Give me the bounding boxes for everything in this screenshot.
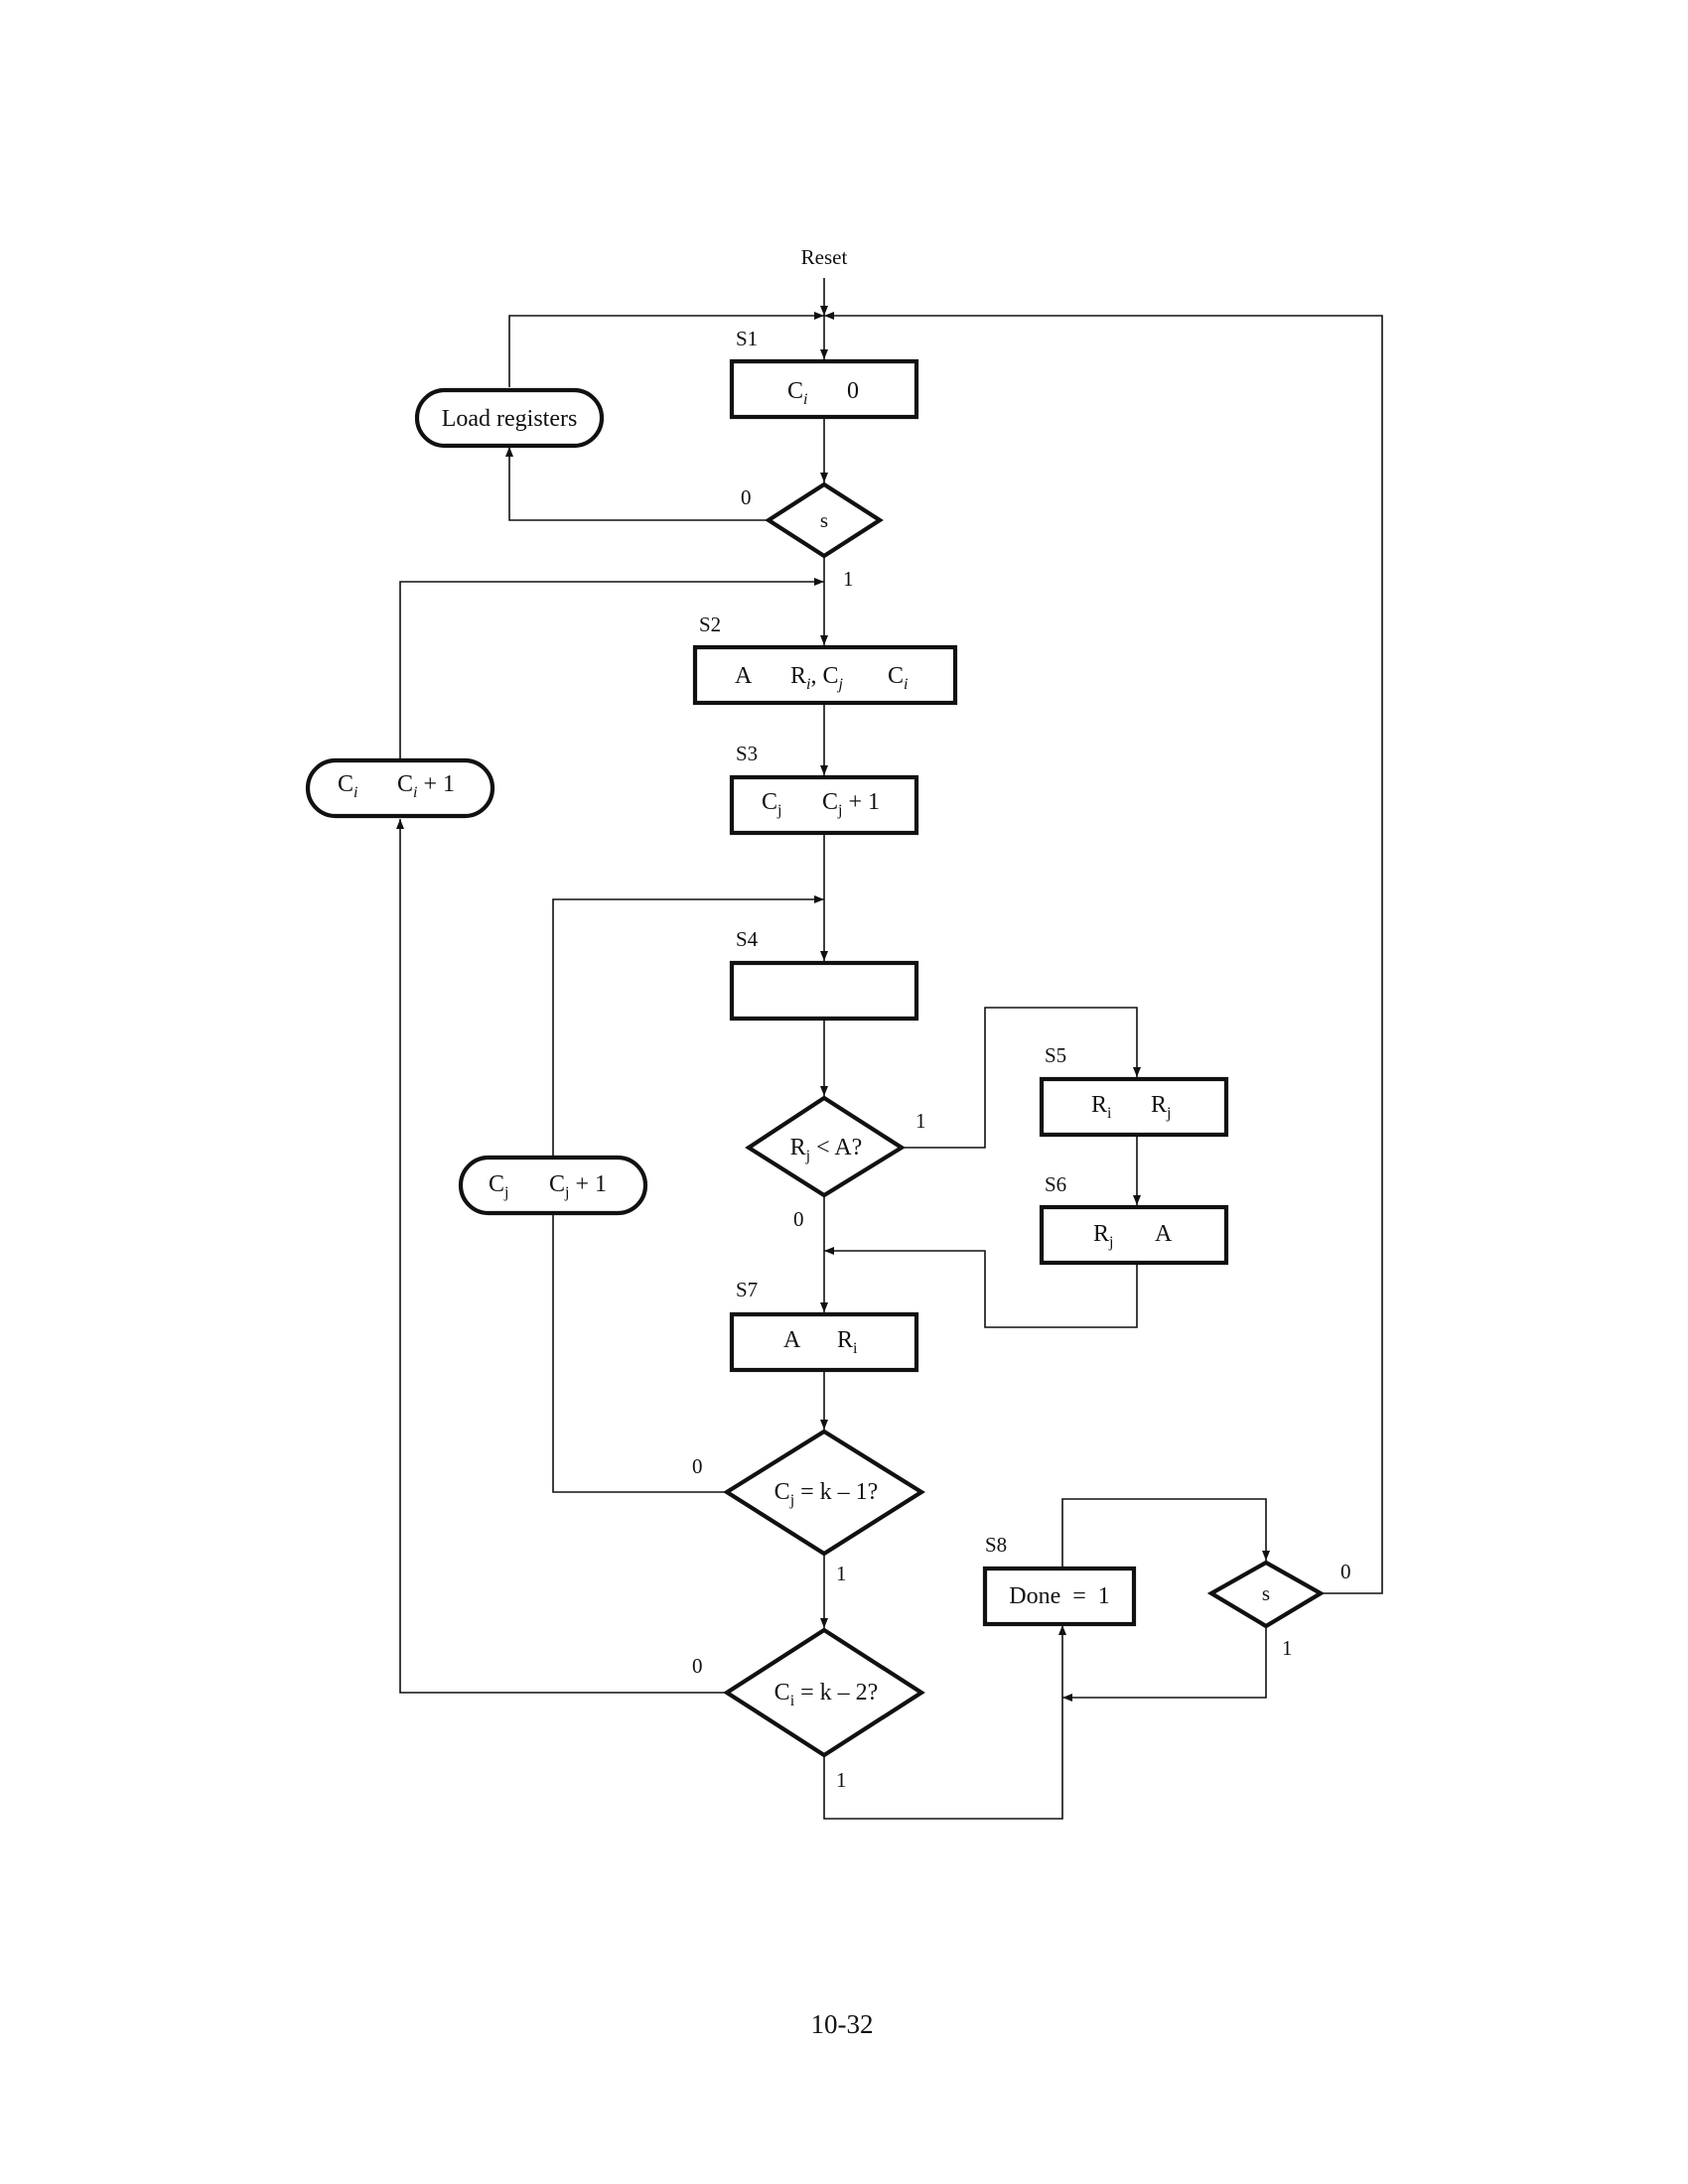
s8-to-s-wire xyxy=(1061,1498,1270,1569)
decision-s-bottom-text: s xyxy=(1262,1581,1270,1605)
ci-one-to-s8-wire xyxy=(823,1625,1066,1820)
decision-rj-text: Rj < A? xyxy=(790,1135,863,1164)
state-s7-box xyxy=(729,1311,919,1373)
cj-one-label: 1 xyxy=(836,1562,847,1585)
state-s3-box xyxy=(729,774,919,836)
state-s3-label: S3 xyxy=(736,742,758,765)
state-s6-box xyxy=(1039,1204,1229,1266)
state-s2-label: S2 xyxy=(699,613,721,636)
decision-rj-less-a xyxy=(745,1095,906,1198)
state-s5-label: S5 xyxy=(1045,1043,1066,1067)
state-s8-box xyxy=(982,1566,1137,1627)
ci-zero-label: 0 xyxy=(692,1654,703,1678)
decision-cj-text: Cj = k – 1? xyxy=(774,1479,879,1509)
decision-s-top-text: s xyxy=(820,508,828,532)
ci-increment-oval xyxy=(305,757,495,819)
state-s1-label: S1 xyxy=(736,327,758,350)
decision-s-top xyxy=(765,481,884,559)
load-registers-oval xyxy=(414,387,605,449)
cj-zero-label: 0 xyxy=(692,1454,703,1478)
state-s7-label: S7 xyxy=(736,1278,758,1301)
state-s1-box xyxy=(729,358,919,420)
state-s6-label: S6 xyxy=(1045,1172,1066,1196)
load-registers-text: Load registers xyxy=(442,406,578,432)
s-bottom-one-wire xyxy=(1062,1628,1267,1702)
s-top-zero-label: 0 xyxy=(741,485,752,509)
decision-ci-text: Ci = k – 2? xyxy=(774,1680,879,1709)
ci-zero-to-oval-wire xyxy=(396,819,727,1694)
cj-increment-oval xyxy=(458,1155,648,1216)
s1-left-text: Ci xyxy=(787,378,807,408)
s-bottom-one-label: 1 xyxy=(1282,1636,1293,1660)
s-bottom-zero-wire xyxy=(824,312,1383,1594)
ci-one-label: 1 xyxy=(836,1768,847,1792)
rj-zero-label: 0 xyxy=(793,1207,804,1231)
state-s5-box xyxy=(1039,1076,1229,1138)
load-to-top-wire xyxy=(508,312,824,387)
s8-text: Done = 1 xyxy=(1009,1583,1110,1609)
ci-oval-to-s2-wire xyxy=(399,578,824,758)
s6-to-merge-wire xyxy=(824,1247,1138,1328)
state-s8-label: S8 xyxy=(985,1533,1007,1557)
cj-zero-to-oval-wire xyxy=(552,1215,727,1493)
page-number: 10-32 xyxy=(811,2009,874,2039)
s-bottom-zero-label: 0 xyxy=(1340,1560,1351,1583)
s-zero-to-load-wire xyxy=(505,447,768,521)
state-s2-box xyxy=(692,644,958,706)
s1-right-text: 0 xyxy=(847,378,859,404)
rj-one-label: 1 xyxy=(915,1109,926,1133)
cj-oval-to-s4-wire xyxy=(552,895,824,1183)
decision-s-bottom xyxy=(1206,1560,1326,1629)
rj-one-to-s5-wire xyxy=(902,1007,1141,1149)
s-top-one-label: 1 xyxy=(843,567,854,591)
connectors xyxy=(396,278,1383,1820)
state-s4-box xyxy=(729,960,919,1022)
state-s4-label: S4 xyxy=(736,927,759,951)
reset-label: Reset xyxy=(801,245,848,269)
decision-ci-equal xyxy=(723,1627,925,1758)
decision-cj-equal xyxy=(723,1429,925,1557)
